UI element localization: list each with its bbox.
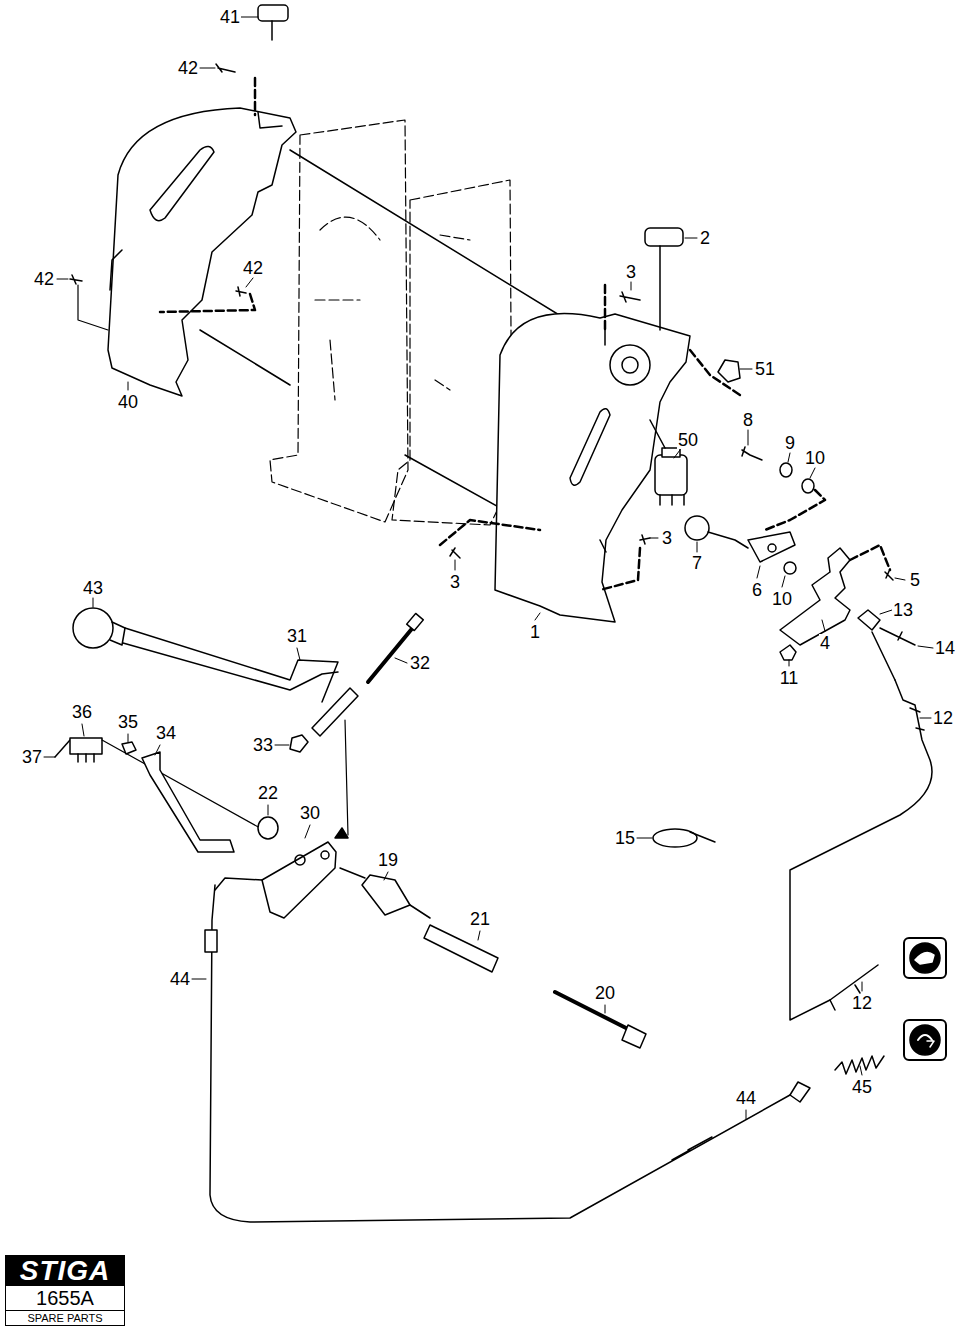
callout-number: 3 — [625, 263, 637, 281]
callout-number: 14 — [934, 639, 956, 657]
callout-number: 34 — [155, 724, 177, 742]
right-cover — [495, 314, 690, 622]
callout-number: 4 — [819, 634, 831, 652]
callout-number: 13 — [892, 601, 914, 619]
callout-number: 6 — [751, 581, 763, 599]
frame-outline — [270, 120, 512, 525]
callout-number: 45 — [851, 1078, 873, 1096]
callout-number: 1 — [529, 623, 541, 641]
callout-number: 7 — [691, 554, 703, 572]
callout-number: 31 — [286, 627, 308, 645]
callout-number: 10 — [804, 449, 826, 467]
callout-number: 5 — [909, 571, 921, 589]
callout-number: 12 — [851, 994, 873, 1012]
callout-number: 30 — [299, 804, 321, 822]
callout-number: 2 — [699, 229, 711, 247]
callout-number: 3 — [449, 573, 461, 591]
callout-number: 35 — [117, 713, 139, 731]
callout-number: 44 — [735, 1089, 757, 1107]
callout-number: 42 — [177, 59, 199, 77]
callout-number: 20 — [594, 984, 616, 1002]
callout-number: 50 — [677, 431, 699, 449]
callout-number: 10 — [771, 590, 793, 608]
leader-lines — [44, 17, 933, 1119]
callout-number: 8 — [742, 411, 754, 429]
callout-number: 12 — [932, 709, 954, 727]
brand-logo: STIGA — [6, 1256, 124, 1286]
left-cover — [108, 108, 296, 396]
ignition-switch — [655, 448, 687, 505]
speed-icons — [904, 938, 946, 1060]
callout-number: 43 — [82, 579, 104, 597]
callout-number: 37 — [21, 748, 43, 766]
document-number: 1655A — [6, 1286, 124, 1310]
callout-number: 36 — [71, 703, 93, 721]
callout-number: 40 — [117, 393, 139, 411]
callout-number: 22 — [257, 784, 279, 802]
callout-number: 19 — [377, 851, 399, 869]
callout-number: 41 — [219, 8, 241, 26]
logo-box: STIGA1655ASPARE PARTS — [5, 1255, 125, 1326]
callout-number: 44 — [169, 970, 191, 988]
callout-number: 21 — [469, 910, 491, 928]
callout-number: 3 — [661, 529, 673, 547]
callout-number: 33 — [252, 736, 274, 754]
callout-number: 9 — [784, 434, 796, 452]
document-type: SPARE PARTS — [6, 1310, 124, 1325]
callout-number: 32 — [409, 654, 431, 672]
callout-number: 11 — [779, 669, 800, 687]
callout-number: 42 — [33, 270, 55, 288]
callout-number: 42 — [242, 259, 264, 277]
callout-number: 15 — [614, 829, 636, 847]
callout-number: 51 — [754, 360, 776, 378]
